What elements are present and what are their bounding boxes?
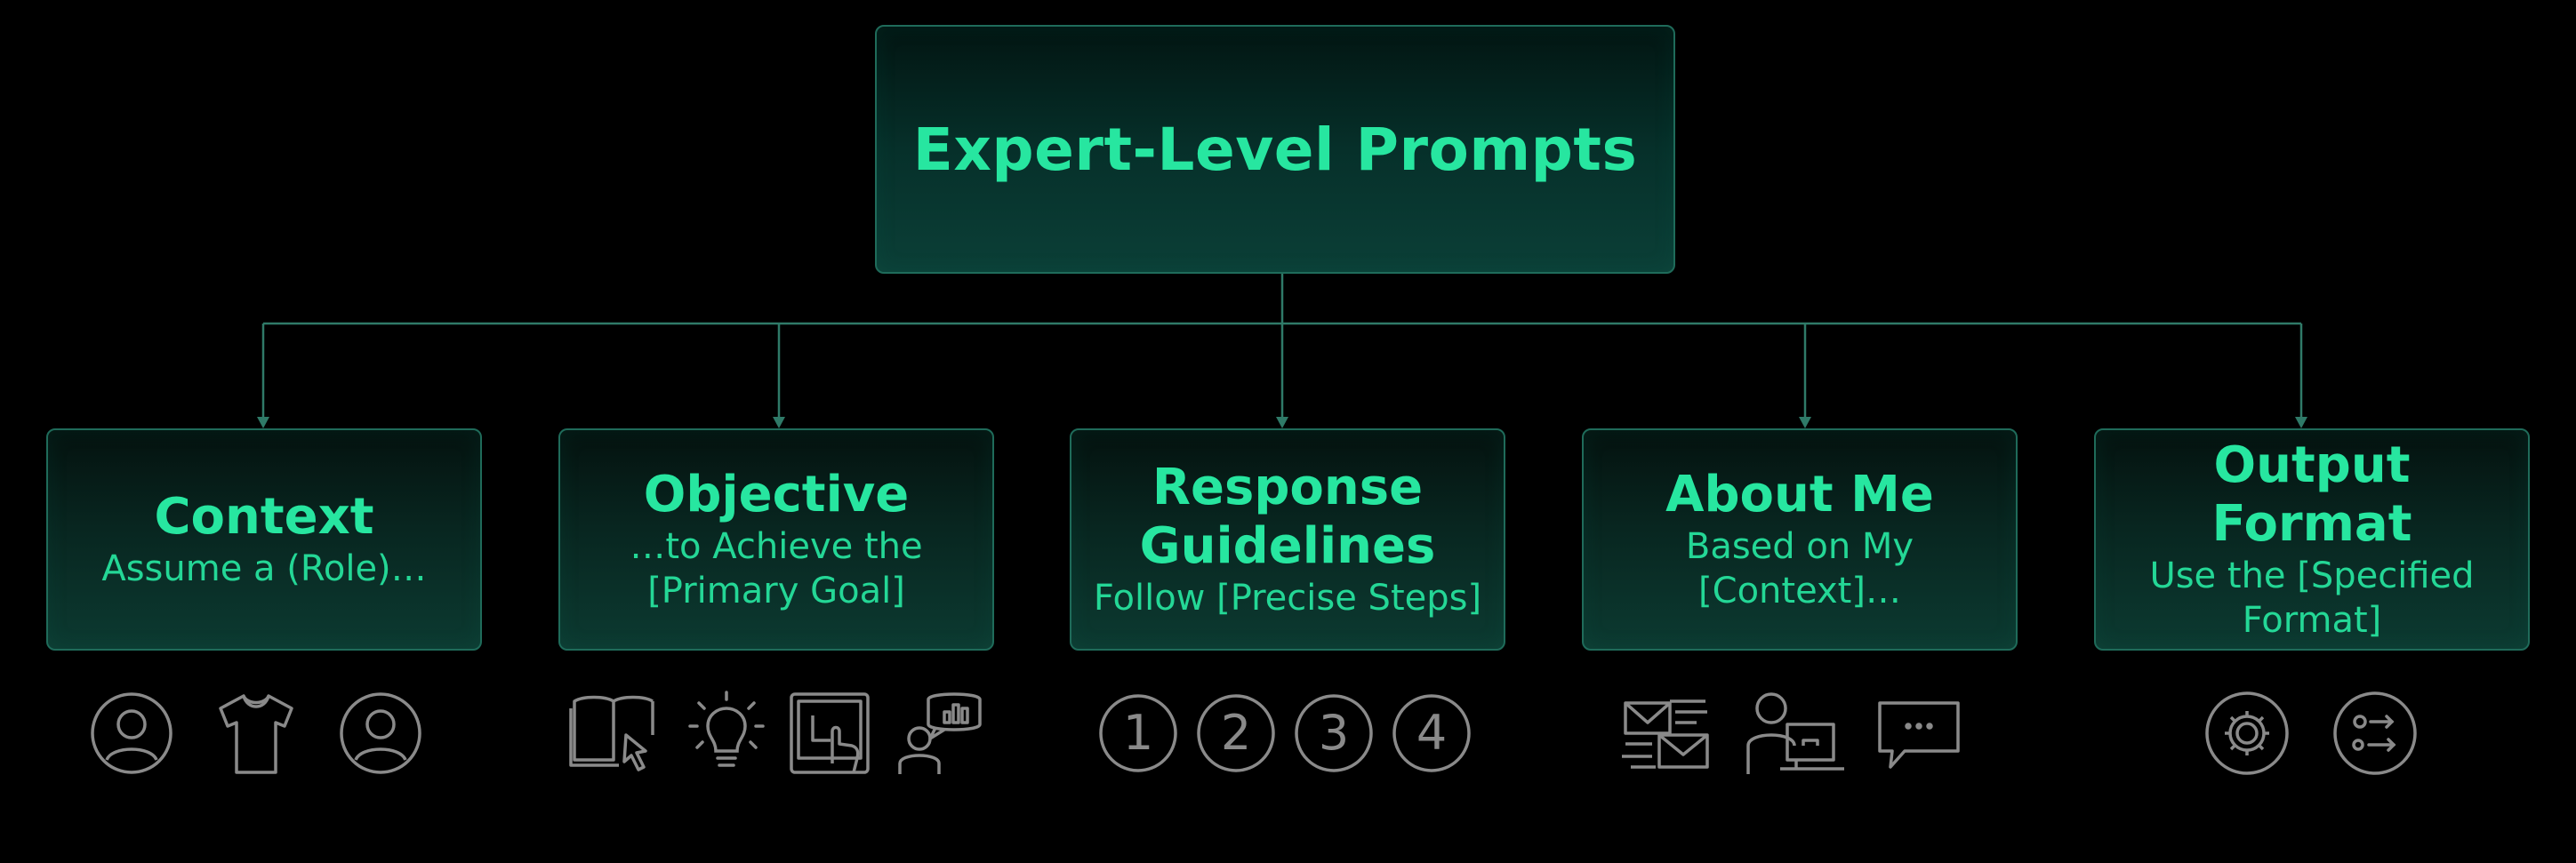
node-response-guidelines: Response Guidelines Follow [Precise Step… [1070, 428, 1505, 651]
lightbulb-icon [686, 689, 766, 778]
node-title: Objective [643, 466, 910, 523]
chat-bubble-icon [1874, 689, 1963, 778]
open-book-cursor-icon [569, 689, 667, 778]
icons-context [89, 684, 423, 782]
icons-response-guidelines: 1 2 3 4 [1097, 684, 1473, 782]
number-3-icon: 3 [1293, 692, 1375, 774]
email-envelopes-icon [1620, 689, 1718, 778]
node-title: Response Guidelines [1139, 459, 1436, 575]
tablet-touch-icon [786, 689, 875, 778]
node-output-format: Output Format Use the [Specified Format] [2094, 428, 2530, 651]
node-objective: Objective …to Achieve the [Primary Goal] [558, 428, 994, 651]
person-chart-bubble-icon [895, 689, 983, 778]
node-context: Context Assume a (Role)… [46, 428, 482, 651]
icons-output-format [2203, 684, 2419, 782]
node-subtitle: Use the [Specified Format] [2149, 555, 2475, 641]
number-label: 1 [1123, 705, 1153, 761]
number-1-icon: 1 [1097, 692, 1179, 774]
user-circle-icon [338, 691, 423, 776]
root-node: Expert-Level Prompts [875, 25, 1675, 274]
node-subtitle: Assume a (Role)… [101, 548, 427, 589]
number-label: 4 [1416, 705, 1447, 761]
number-4-icon: 4 [1391, 692, 1473, 774]
number-label: 3 [1319, 705, 1349, 761]
node-title: Output Format [2211, 436, 2412, 553]
node-title: About Me [1665, 466, 1934, 523]
user-circle-icon [89, 691, 174, 776]
gear-circle-icon [2203, 690, 2291, 777]
root-title: Expert-Level Prompts [912, 115, 1638, 184]
node-subtitle: …to Achieve the [Primary Goal] [630, 526, 923, 611]
icons-objective [569, 684, 983, 782]
node-about-me: About Me Based on My [Context]… [1582, 428, 2018, 651]
settings-arrows-circle-icon [2331, 690, 2419, 777]
t-shirt-icon [212, 689, 301, 778]
node-subtitle: Follow [Precise Steps] [1093, 578, 1482, 619]
node-title: Context [154, 488, 374, 546]
node-subtitle: Based on My [Context]… [1685, 526, 1914, 611]
number-2-icon: 2 [1195, 692, 1277, 774]
person-laptop-icon [1745, 689, 1848, 778]
icons-about-me [1620, 684, 1963, 782]
number-label: 2 [1221, 705, 1251, 761]
